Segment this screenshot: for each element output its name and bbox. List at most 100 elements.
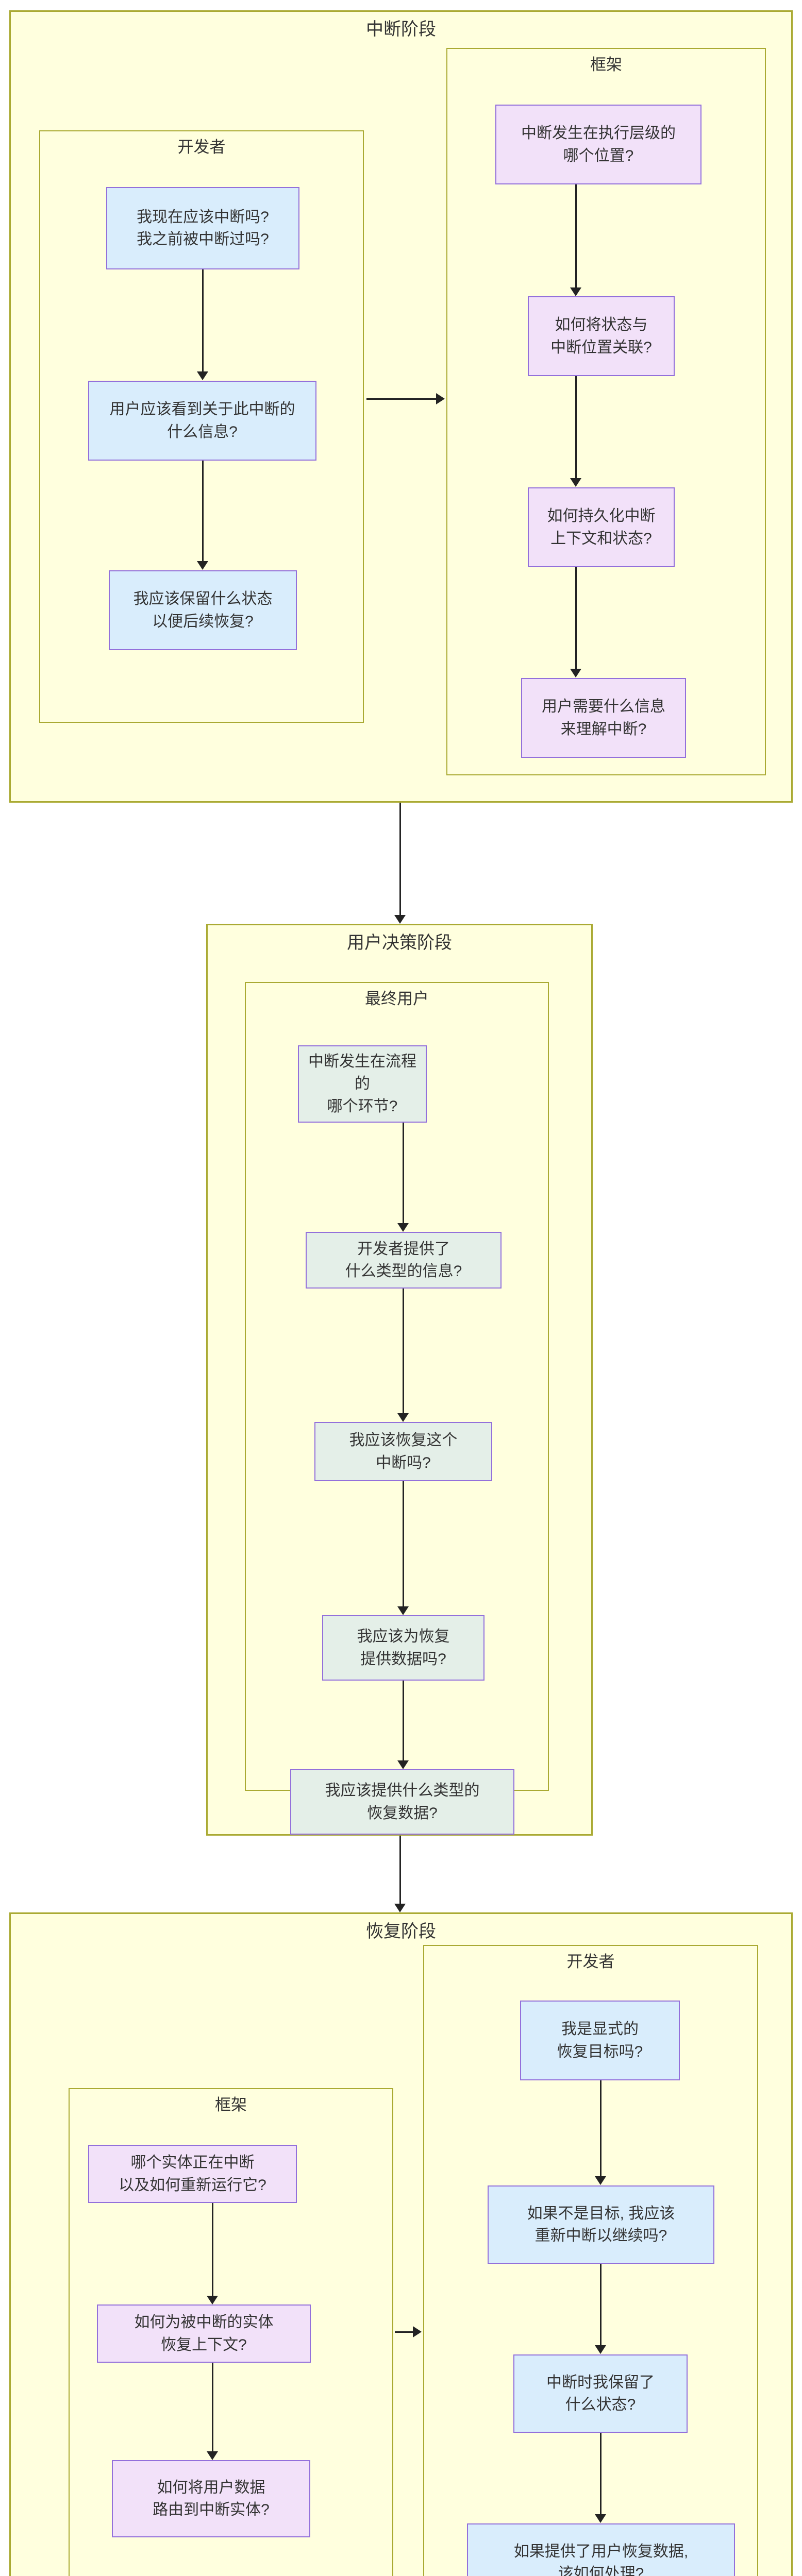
node-d3-line2: 以便后续恢复?: [152, 613, 254, 630]
node-f4-line1: 用户需要什么信息: [542, 698, 665, 715]
node-u1-line1: 中断发生在流程的: [308, 1053, 416, 1093]
edge-f1-f2-arrow: [570, 287, 581, 296]
node-rd1: 我是显式的 恢复目标吗?: [520, 2001, 680, 2080]
edge-fw-to-dev-arrow: [413, 2326, 422, 2337]
edge-u3-u4-arrow: [397, 1606, 409, 1615]
node-f3: 如何持久化中断 上下文和状态?: [528, 487, 675, 567]
phase-title-recovery: 恢复阶段: [366, 1922, 436, 1941]
node-rd1-line2: 恢复目标吗?: [557, 2043, 643, 2060]
edge-u3-u4-line: [403, 1481, 404, 1606]
edge-phase1-phase2-arrow: [394, 915, 406, 924]
edge-rf1-rf2-line: [212, 2203, 213, 2296]
edge-f2-f3-arrow: [570, 478, 581, 487]
edge-rd3-rd4-line: [600, 2433, 602, 2514]
edge-u1-u2-line: [403, 1123, 404, 1223]
edge-phase2-phase3-line: [399, 1836, 401, 1904]
lane-title-developer-1: 开发者: [177, 138, 226, 156]
edge-u1-u2-arrow: [397, 1223, 409, 1232]
edge-phase2-phase3-arrow: [394, 1904, 406, 1912]
node-rf1: 哪个实体正在中断 以及如何重新运行它?: [88, 2145, 297, 2203]
node-d2: 用户应该看到关于此中断的 什么信息?: [88, 381, 316, 461]
edge-fw-to-dev-line: [395, 2331, 413, 2333]
node-d3: 我应该保留什么状态 以便后续恢复?: [109, 570, 297, 650]
node-rf2-line1: 如何为被中断的实体: [134, 2314, 274, 2331]
edge-f1-f2-line: [575, 184, 577, 287]
node-rd4-line2: 该如何处理?: [558, 2565, 644, 2576]
node-d1-line1: 我现在应该中断吗?: [137, 208, 269, 226]
node-f4-line2: 来理解中断?: [560, 720, 647, 738]
node-u2-line2: 什么类型的信息?: [345, 1263, 462, 1280]
edge-u4-u5-line: [403, 1681, 404, 1760]
node-d1: 我现在应该中断吗? 我之前被中断过吗?: [106, 187, 299, 269]
edge-d1-d2-arrow: [197, 371, 208, 380]
node-f4: 用户需要什么信息 来理解中断?: [521, 678, 686, 758]
node-d3-line1: 我应该保留什么状态: [133, 590, 273, 607]
node-d2-line1: 用户应该看到关于此中断的: [109, 401, 295, 418]
phase-title-interrupt: 中断阶段: [366, 20, 436, 39]
node-u3: 我应该恢复这个 中断吗?: [314, 1422, 492, 1481]
node-u4: 我应该为恢复 提供数据吗?: [322, 1615, 484, 1681]
phase-recovery: 恢复阶段 框架 开发者 哪个实体正在中断 以及如何重新运行它? 如何为被中断的实…: [9, 1912, 793, 2576]
node-u3-line2: 中断吗?: [376, 1454, 431, 1471]
node-rf2: 如何为被中断的实体 恢复上下文?: [97, 2304, 311, 2363]
edge-rd2-rd3-arrow: [595, 2345, 606, 2354]
node-f1-line2: 哪个位置?: [563, 147, 634, 164]
node-f2: 如何将状态与 中断位置关联?: [528, 296, 675, 376]
phase-title-user-decision: 用户决策阶段: [347, 933, 452, 953]
node-rf2-line2: 恢复上下文?: [161, 2336, 247, 2353]
edge-dev-to-fw-line: [366, 398, 436, 400]
edge-dev-to-fw-arrow: [436, 393, 445, 404]
node-f2-line2: 中断位置关联?: [550, 338, 652, 356]
node-rd2-line2: 重新中断以继续吗?: [534, 2227, 667, 2244]
edge-rf2-rf3-arrow: [207, 2451, 218, 2460]
edge-u2-u3-line: [403, 1289, 404, 1413]
node-rd3: 中断时我保留了 什么状态?: [513, 2354, 688, 2433]
phase-interrupt: 中断阶段 开发者 框架 我现在应该中断吗? 我之前被中断过吗? 用户应该看到关于…: [9, 10, 793, 803]
node-rd1-line1: 我是显式的: [561, 2021, 639, 2038]
edge-rf2-rf3-line: [212, 2363, 213, 2451]
edge-u2-u3-arrow: [397, 1413, 409, 1422]
edge-phase1-phase2-line: [399, 803, 401, 915]
edge-f3-f4-line: [575, 567, 577, 669]
node-u5-line2: 恢复数据?: [367, 1804, 438, 1822]
node-u2: 开发者提供了 什么类型的信息?: [306, 1232, 502, 1289]
node-rf1-line1: 哪个实体正在中断: [130, 2154, 255, 2171]
node-rf3-line1: 如何将用户数据: [157, 2479, 265, 2496]
node-rd3-line1: 中断时我保留了: [546, 2374, 655, 2391]
node-d1-line2: 我之前被中断过吗?: [137, 231, 269, 248]
node-u2-line1: 开发者提供了: [357, 1240, 450, 1258]
node-rd4: 如果提供了用户恢复数据, 该如何处理?: [467, 2523, 735, 2576]
node-u1-line2: 哪个环节?: [327, 1097, 398, 1115]
node-rd2-line1: 如果不是目标, 我应该: [527, 2205, 675, 2222]
node-f1: 中断发生在执行层级的 哪个位置?: [495, 105, 701, 184]
edge-d2-d3-arrow: [197, 561, 208, 570]
node-u3-line1: 我应该恢复这个: [349, 1432, 458, 1449]
node-rd2: 如果不是目标, 我应该 重新中断以继续吗?: [488, 2185, 714, 2264]
node-rf3-line2: 路由到中断实体?: [153, 2501, 270, 2518]
edge-f2-f3-line: [575, 376, 577, 478]
node-u4-line2: 提供数据吗?: [360, 1650, 446, 1668]
node-d2-line2: 什么信息?: [167, 423, 238, 440]
node-f1-line1: 中断发生在执行层级的: [521, 125, 676, 142]
edge-rf1-rf2-arrow: [207, 2296, 218, 2304]
node-u5-line1: 我应该提供什么类型的: [325, 1782, 480, 1799]
node-rf1-line2: 以及如何重新运行它?: [119, 2176, 266, 2194]
edge-f3-f4-arrow: [570, 669, 581, 677]
lane-title-developer-2: 开发者: [566, 1953, 615, 1971]
node-f3-line1: 如何持久化中断: [547, 507, 656, 524]
edge-rd3-rd4-arrow: [595, 2514, 606, 2523]
node-u4-line1: 我应该为恢复: [357, 1628, 450, 1645]
lane-title-framework-1: 框架: [590, 56, 622, 74]
edge-d2-d3-line: [202, 461, 204, 561]
phase-user-decision: 用户决策阶段 最终用户 中断发生在流程的 哪个环节? 开发者提供了 什么类型的信…: [206, 924, 593, 1836]
edge-rd1-rd2-line: [600, 2080, 602, 2176]
edge-u4-u5-arrow: [397, 1760, 409, 1769]
lane-title-end-user: 最终用户: [365, 990, 429, 1008]
lane-title-framework-2: 框架: [215, 2096, 247, 2114]
node-f2-line1: 如何将状态与: [555, 316, 648, 333]
node-rd4-line1: 如果提供了用户恢复数据,: [513, 2543, 689, 2560]
node-u1: 中断发生在流程的 哪个环节?: [298, 1045, 427, 1123]
node-rd3-line2: 什么状态?: [565, 2396, 636, 2413]
edge-rd2-rd3-line: [600, 2264, 602, 2345]
edge-rd1-rd2-arrow: [595, 2176, 606, 2185]
